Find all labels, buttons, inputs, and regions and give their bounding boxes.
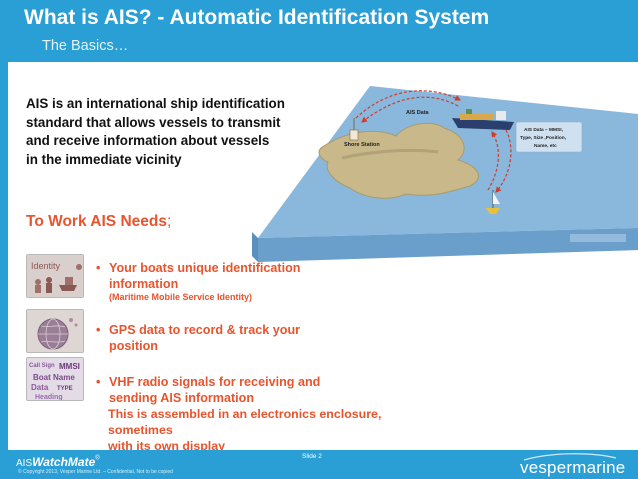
intro-line: standard that allows vessels to transmit — [26, 114, 281, 130]
need-item-identity: • Your boats unique identification infor… — [96, 260, 441, 292]
needs-heading: To Work AIS Needs; — [26, 213, 171, 231]
intro-line: in the immediate vicinity — [26, 151, 182, 167]
shore-station-building — [349, 129, 359, 141]
vespermarine-logo: vespermarine — [520, 458, 626, 477]
bullet-icon: • — [96, 261, 101, 275]
bullet-icon: • — [96, 375, 101, 389]
bullet-icon: • — [96, 323, 101, 337]
intro-line: AIS is an international ship identificat… — [26, 96, 285, 111]
signal-arc-ship-to-boat — [495, 129, 512, 193]
small-boat-icon — [486, 190, 500, 214]
need-item-line: information — [109, 277, 179, 291]
sea-slab-front — [258, 228, 638, 262]
sea-slab-side — [252, 232, 258, 262]
intro-line: and receive information about vessels — [26, 133, 270, 148]
need-item-line: Your boats unique identification — [109, 261, 301, 275]
intro-paragraph: AIS is an international ship identificat… — [26, 95, 336, 169]
slide-title: What is AIS? - Automatic Identification … — [24, 6, 490, 29]
ais-data-callout: AIS Data – MMSI, Type, Size ,Position, N… — [515, 121, 583, 153]
thumb-word: Data — [31, 383, 49, 392]
cargo-ship-icon — [452, 109, 514, 130]
title-bar — [0, 0, 638, 62]
needs-heading-text: To Work AIS Needs — [26, 213, 167, 230]
need-item-vhf: • VHF radio signals for receiving and se… — [96, 374, 441, 406]
callout-line-1: AIS Data – MMSI, — [524, 127, 564, 133]
logo-prefix: AIS — [16, 458, 33, 469]
logo-trademark: ® — [95, 455, 100, 462]
ais-data-label: AIS Data — [406, 110, 430, 116]
needs-heading-suffix: ; — [166, 213, 172, 230]
aiswatchmate-logo: AISWatchMate® — [16, 453, 100, 471]
shore-station-label: Shore Station — [344, 142, 380, 148]
image-credit-strip — [570, 234, 626, 242]
slide-subtitle: The Basics… — [42, 38, 129, 54]
globe-icon — [27, 310, 83, 352]
thumb-word: TYPE — [57, 386, 73, 392]
mmsi-note: (Maritime Mobile Service Identity) — [109, 292, 253, 302]
ais-map-illustration: Shore Station AIS Data AIS Data – MMSI, … — [252, 86, 638, 262]
need-item-line: VHF radio signals for receiving and — [109, 375, 321, 389]
thumb-word: Boat Name — [33, 373, 75, 382]
data-thumbnail: Call Sign MMSI Boat Name Data TYPE Headi… — [26, 357, 84, 401]
need-item-line: GPS data to record & track your — [109, 323, 301, 337]
thumb-word: MMSI — [59, 362, 80, 371]
identity-thumb-label: Identity — [31, 261, 61, 271]
brand-swirl-icon — [523, 453, 617, 461]
land-ridge — [341, 148, 439, 160]
identity-thumbnail: Identity — [26, 254, 84, 298]
slide-number: Slide 2 — [302, 453, 322, 460]
ais-diagram: Shore Station AIS Data AIS Data – MMSI, … — [238, 78, 638, 270]
signal-arc-ship-to-station — [361, 96, 459, 123]
gps-thumbnail — [26, 309, 84, 353]
copyright-text: © Copyright 2013, Vesper Marine Ltd. – C… — [18, 469, 173, 475]
callout-line-3: Name, etc — [534, 143, 557, 149]
boat-people-icon: Identity — [27, 255, 83, 297]
enclosure-note-line: with its own display — [108, 439, 226, 453]
enclosure-note-line: This is assembled in an electronics encl… — [108, 407, 382, 437]
left-accent-stripe — [0, 62, 8, 450]
need-item-line: sending AIS information — [109, 391, 255, 405]
callout-line-2: Type, Size ,Position, — [520, 135, 567, 141]
thumb-word: Heading — [35, 394, 63, 401]
logo-name: WatchMate — [32, 455, 96, 469]
enclosure-note: This is assembled in an electronics encl… — [108, 406, 438, 454]
need-item-gps: • GPS data to record & track your positi… — [96, 322, 441, 354]
land-mass — [318, 122, 479, 199]
data-words-graphic: Call Sign MMSI Boat Name Data TYPE Headi… — [27, 358, 83, 401]
need-item-line: position — [109, 339, 158, 353]
footer-bar — [0, 450, 638, 479]
thumb-word: Call Sign — [29, 363, 55, 369]
signal-arc-boat-to-ship — [487, 130, 499, 191]
signal-arc-station-to-ship — [355, 90, 462, 119]
